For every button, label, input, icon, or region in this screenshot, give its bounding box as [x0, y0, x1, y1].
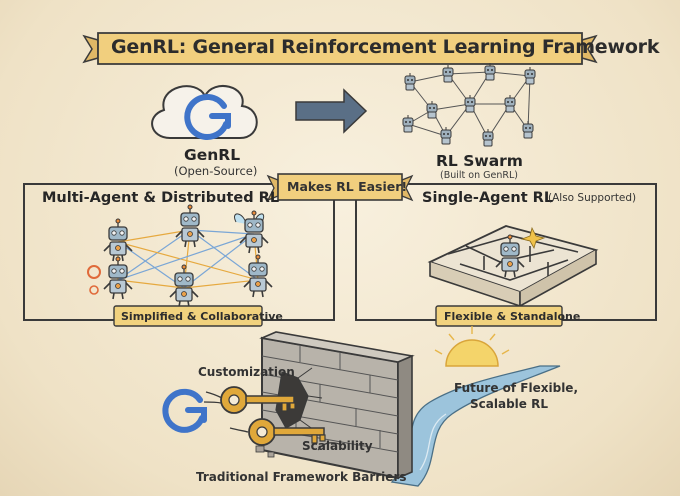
- key-scalability-label: Scalability: [302, 439, 373, 453]
- key-icon: [220, 386, 296, 414]
- multi-agent-title: Multi-Agent & Distributed RL: [42, 190, 280, 206]
- genrl-subtitle: (Open-Source): [174, 164, 258, 178]
- single-agent-tag: [435, 305, 563, 327]
- brick-wall-icon: [255, 331, 415, 480]
- future-label-line1: Future of Flexible,: [454, 381, 579, 395]
- genrl-name: GenRL: [184, 146, 241, 164]
- multi-agent-network: [87, 204, 273, 308]
- multi-agent-panel: [23, 183, 335, 321]
- key-customization-label: Customization: [198, 365, 295, 379]
- swarm-name: RL Swarm: [436, 152, 523, 170]
- single-agent-panel: [355, 183, 657, 321]
- center-banner-label: Makes RL Easier!: [287, 179, 408, 194]
- page-title: GenRL: General Reinforcement Learning Fr…: [111, 36, 660, 58]
- gear-icon: [87, 265, 101, 279]
- multi-agent-tag: [113, 305, 263, 327]
- center-banner: [266, 173, 414, 202]
- swarm-subtitle: (Built on GenRL): [440, 170, 518, 181]
- multi-agent-tag-label: Simplified & Collaborative: [121, 310, 283, 323]
- title-banner: [82, 32, 598, 65]
- wall-label: Traditional Framework Barriers: [196, 470, 407, 484]
- genrl-logo-icon: [184, 94, 231, 140]
- sun-icon: [434, 326, 510, 367]
- single-agent-tag-label: Flexible & Standalone: [444, 310, 581, 323]
- single-agent-note: (Also Supported): [548, 192, 637, 204]
- future-label-line2: Scalable RL: [470, 397, 548, 411]
- genrl-logo-icon: [162, 388, 207, 433]
- key-icon: [248, 418, 326, 446]
- arrow-right-icon: [295, 88, 368, 134]
- single-agent-title: Single-Agent RL: [422, 190, 554, 206]
- spark-icon: [520, 226, 546, 250]
- swarm-network: [402, 62, 536, 147]
- motion-lines: [203, 391, 249, 433]
- cloud-icon: [151, 85, 258, 139]
